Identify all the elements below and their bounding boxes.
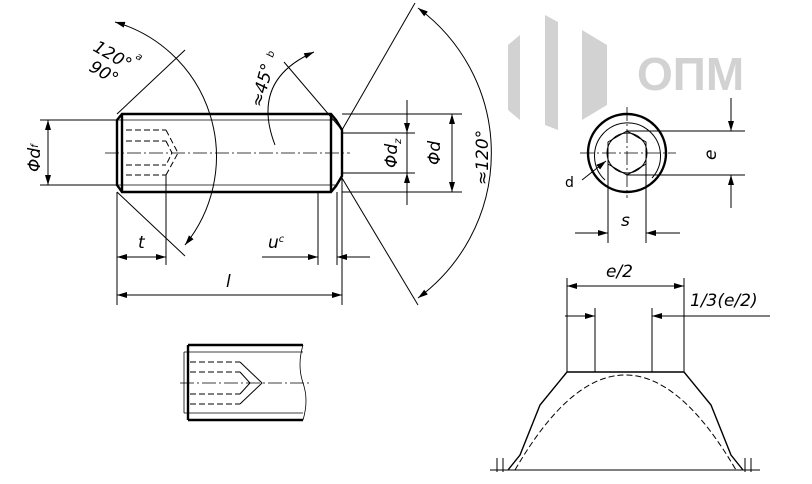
screw-alt-view	[180, 343, 310, 422]
dim-label-e: e	[701, 150, 721, 160]
logo-text: ОПМ	[637, 48, 744, 100]
socket-end-view	[575, 98, 745, 243]
opm-logo: ОПМ	[508, 15, 744, 130]
angle-note-a: a	[134, 51, 145, 64]
dim-label-u: uc	[268, 233, 285, 253]
dim-label-s: s	[621, 211, 630, 231]
screw-side-view	[40, 2, 492, 306]
dim-label-e-half: e/2	[606, 262, 633, 282]
dim-label-df: Φdf	[25, 143, 45, 172]
dim-label-t: t	[138, 233, 146, 253]
angle-note-b: b	[265, 50, 277, 59]
dim-label-d: Φd	[425, 141, 445, 165]
dim-label-d-small: d	[565, 175, 574, 191]
dim-label-dz: Φdz	[382, 138, 404, 168]
angle-label-right-120: ≈120°	[473, 130, 493, 185]
dim-label-l: l	[226, 272, 231, 292]
dim-label-third-e-half: 1/3(e/2)	[690, 291, 758, 311]
hex-socket-hidden	[126, 129, 179, 176]
hex-profile-detail	[490, 278, 770, 472]
